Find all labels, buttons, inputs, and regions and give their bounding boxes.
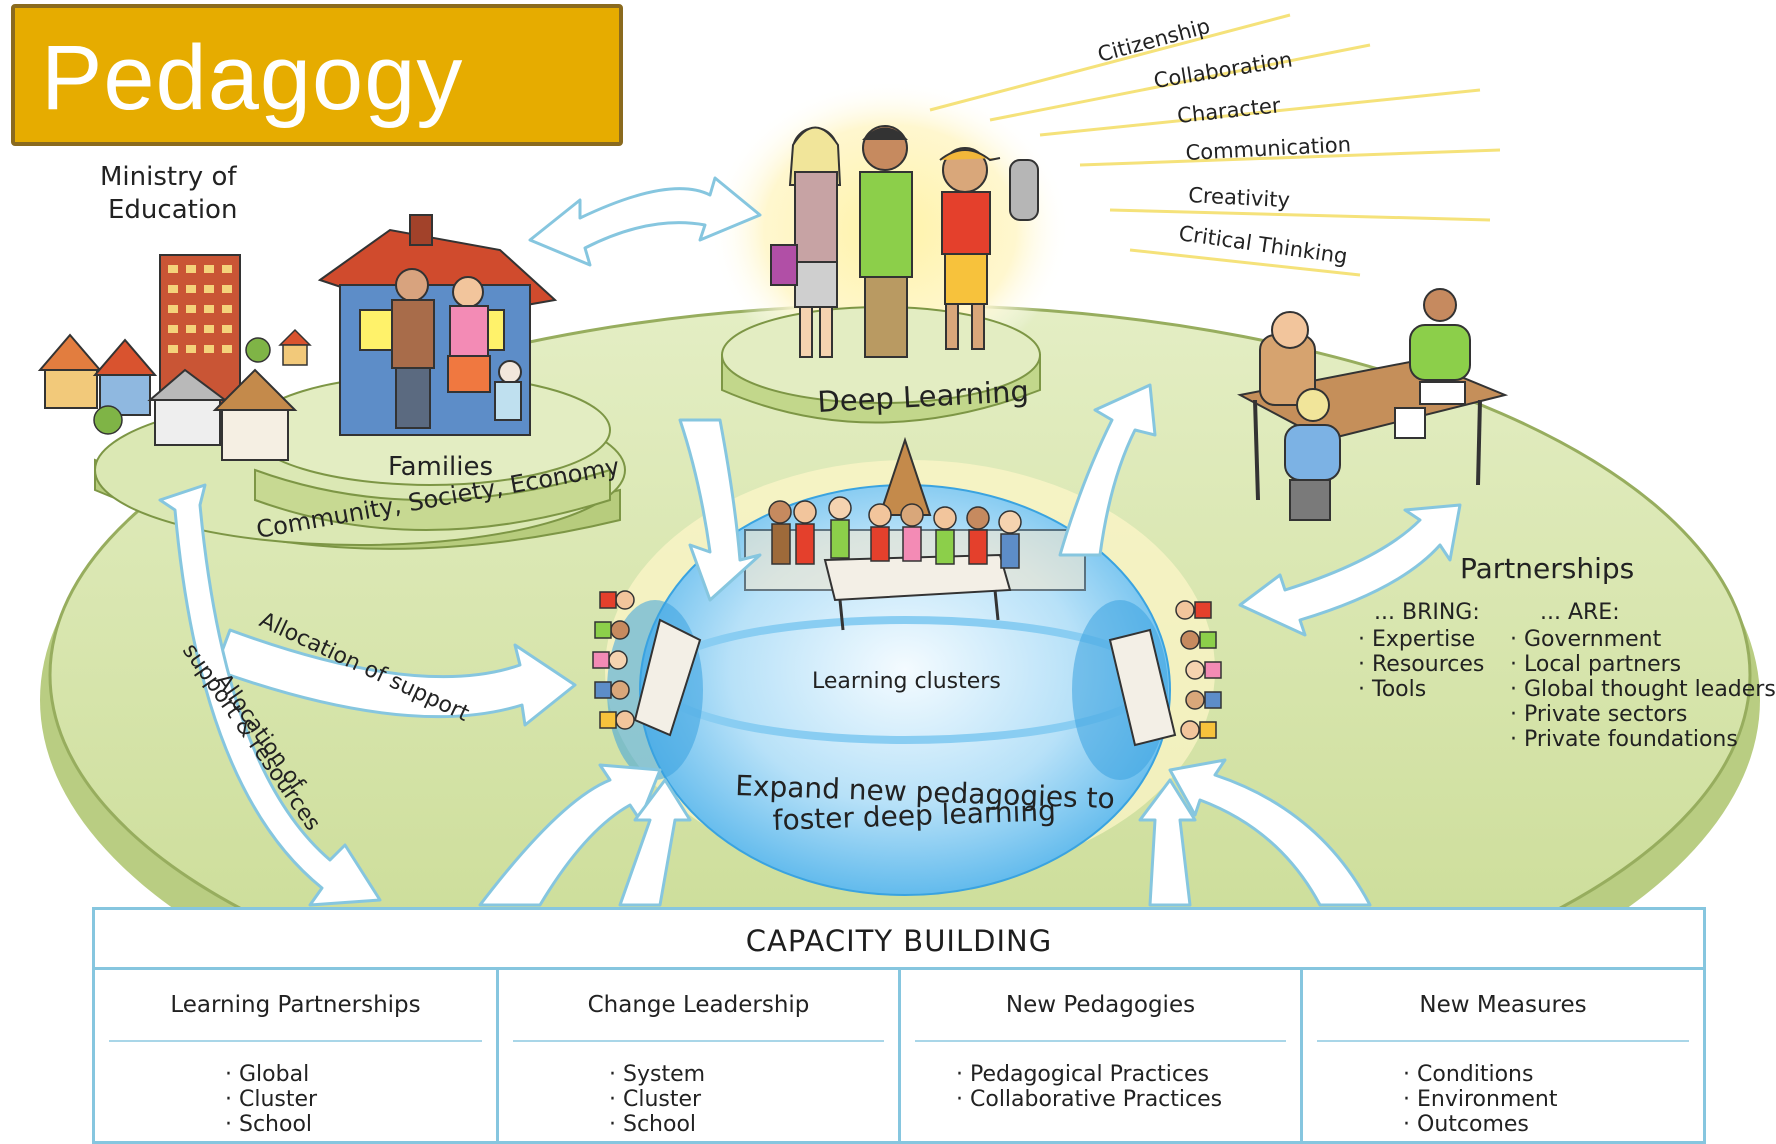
list-item: Collaborative Practices	[956, 1087, 1222, 1112]
list-item: Pedagogical Practices	[956, 1062, 1222, 1087]
capacity-building-divider	[95, 967, 1703, 970]
column-divider	[915, 1040, 1286, 1042]
partnerships-are-heading: ... ARE:	[1540, 600, 1620, 625]
partnerships-are-item-5: · Private foundations	[1510, 727, 1738, 752]
capacity-column-learning-partnerships: Learning Partnerships Global Cluster Sch…	[95, 970, 499, 1141]
page-title: Pedagogy	[41, 27, 464, 129]
list-item: Outcomes	[1403, 1112, 1557, 1137]
capacity-center-left-up-arrow	[618, 778, 692, 907]
column-heading: New Pedagogies	[1005, 992, 1196, 1018]
partnerships-bring-heading: ... BRING:	[1374, 600, 1480, 625]
capacity-center-right-up-arrow	[1138, 778, 1197, 907]
family-house-illustration	[317, 214, 558, 436]
partnerships-illustration	[1237, 288, 1509, 521]
capacity-left-up-arrow	[478, 763, 662, 907]
partnerships-bring-item-2: · Resources	[1358, 652, 1484, 677]
list-item: School	[609, 1112, 705, 1137]
partnerships-bring-item-1: · Expertise	[1358, 627, 1475, 652]
competency-collaboration: Collaboration	[1152, 47, 1294, 93]
capacity-building-title: CAPACITY BUILDING	[745, 924, 1053, 958]
allocation-support-arrow	[213, 628, 577, 727]
column-heading: Change Leadership	[587, 992, 810, 1018]
column-divider	[1317, 1040, 1689, 1042]
competency-creativity: Creativity	[1188, 183, 1291, 212]
city-illustration	[37, 254, 312, 461]
competency-citizenship: Citizenship	[1095, 14, 1213, 67]
column-divider	[513, 1040, 884, 1042]
column-heading: New Measures	[1419, 992, 1587, 1018]
allocation-resources-arrow	[158, 483, 382, 907]
capacity-column-new-measures: New Measures Conditions Environment Outc…	[1303, 970, 1703, 1141]
partnerships-are-item-3: · Global thought leaders	[1510, 677, 1776, 702]
column-list: System Cluster School	[609, 1062, 705, 1137]
ministry-label-line1: Ministry of	[100, 162, 237, 192]
students-illustration	[770, 125, 1039, 358]
right-cluster-illustration	[1108, 600, 1222, 747]
partnerships-heading: Partnerships	[1460, 552, 1634, 585]
list-item: Conditions	[1403, 1062, 1557, 1087]
central-group-illustration	[744, 436, 1086, 631]
column-divider	[109, 1040, 482, 1042]
partnerships-dome-arrow	[1238, 503, 1462, 637]
column-list: Pedagogical Practices Collaborative Prac…	[956, 1062, 1222, 1112]
list-item: Cluster	[225, 1087, 317, 1112]
competency-rays	[929, 13, 1501, 277]
families-deeplearning-arrow	[528, 176, 762, 267]
competency-communication: Communication	[1185, 132, 1352, 165]
column-list: Global Cluster School	[225, 1062, 317, 1137]
competency-character: Character	[1176, 93, 1282, 128]
list-item: Cluster	[609, 1087, 705, 1112]
capacity-building-table: CAPACITY BUILDING Learning Partnerships …	[92, 907, 1706, 1144]
partnerships-are-item-1: · Government	[1510, 627, 1662, 652]
list-item: Environment	[1403, 1087, 1557, 1112]
ministry-label-line2: Education	[108, 195, 237, 225]
learning-clusters-label: Learning clusters	[812, 669, 1001, 694]
list-item: School	[225, 1112, 317, 1137]
title-banner: Pedagogy	[11, 4, 623, 146]
left-cluster-illustration	[592, 590, 702, 737]
dome-to-deeplearning-arrow-right	[1058, 383, 1157, 557]
flow-arrows	[158, 176, 1462, 907]
deeplearning-to-dome-arrow-left	[678, 418, 762, 602]
capacity-column-new-pedagogies: New Pedagogies Pedagogical Practices Col…	[901, 970, 1303, 1141]
capacity-right-up-arrow	[1168, 758, 1372, 907]
partnerships-are-item-4: · Private sectors	[1510, 702, 1687, 727]
partnerships-bring-item-3: · Tools	[1358, 677, 1426, 702]
list-item: System	[609, 1062, 705, 1087]
capacity-column-change-leadership: Change Leadership System Cluster School	[499, 970, 901, 1141]
competency-critical-thinking: Critical Thinking	[1177, 221, 1349, 268]
column-heading: Learning Partnerships	[170, 992, 421, 1018]
column-list: Conditions Environment Outcomes	[1403, 1062, 1557, 1137]
partnerships-are-item-2: · Local partners	[1510, 652, 1681, 677]
families-label: Families	[388, 452, 493, 482]
list-item: Global	[225, 1062, 317, 1087]
